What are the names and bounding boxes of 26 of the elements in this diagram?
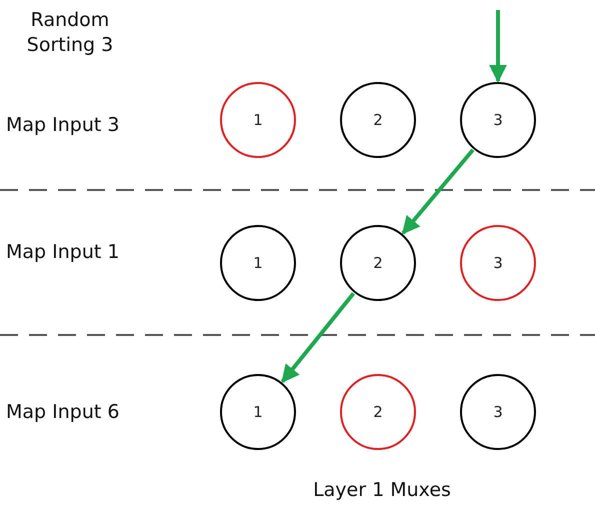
mux-number: 1 [253, 254, 263, 272]
mux-circle [340, 82, 416, 158]
row-label: Map Input 3 [6, 113, 120, 138]
arrow [402, 148, 474, 234]
mux-circle [220, 82, 296, 158]
mux-circle [220, 225, 296, 301]
mux-number: 2 [373, 254, 383, 272]
mux-number: 2 [373, 111, 383, 129]
mux-circle [340, 374, 416, 450]
mux-circle [460, 82, 536, 158]
mux-number: 1 [253, 111, 263, 129]
arrow [489, 10, 507, 83]
row-label: Map Input 6 [6, 400, 120, 425]
mux-circle [460, 225, 536, 301]
mux-number: 3 [493, 111, 503, 129]
diagram-title: Random Sorting 3 [26, 8, 114, 58]
mux-number: 2 [373, 403, 383, 421]
mux-circle [460, 374, 536, 450]
mux-circle [220, 374, 296, 450]
mux-number: 3 [493, 403, 503, 421]
mux-circle [340, 225, 416, 301]
mux-number: 3 [493, 254, 503, 272]
row-label: Map Input 1 [6, 240, 120, 265]
arrow [280, 292, 356, 384]
mux-number: 1 [253, 403, 263, 421]
axis-label: Layer 1 Muxes [312, 478, 452, 503]
